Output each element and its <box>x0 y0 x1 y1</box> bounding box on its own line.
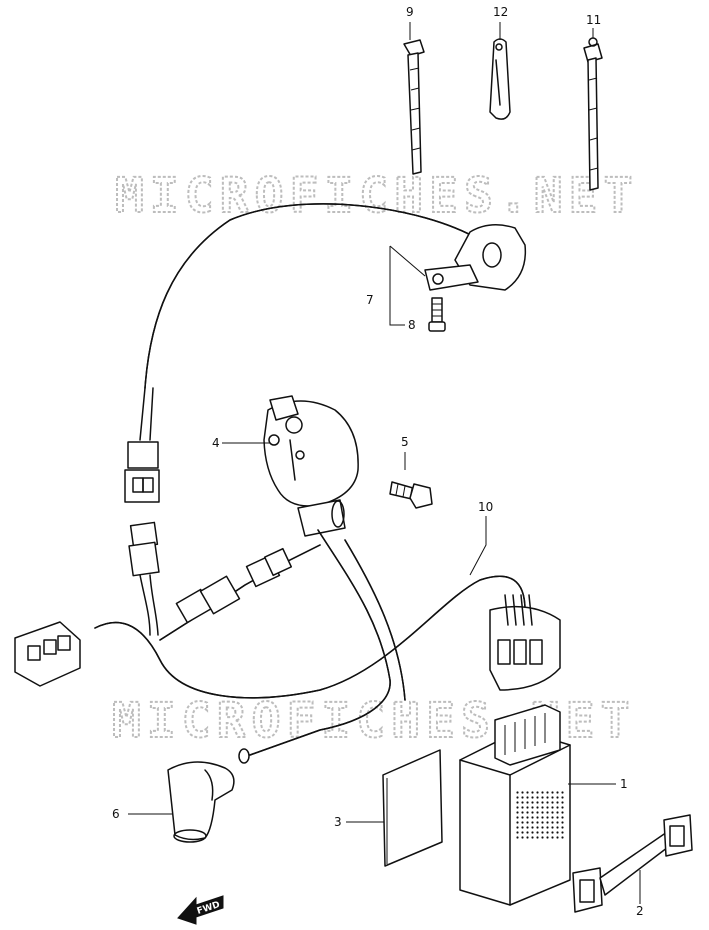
callout-2: 2 <box>636 904 644 918</box>
upper-left-connector <box>124 441 160 503</box>
fwd-label: FWD <box>196 900 221 917</box>
callout-leaders <box>128 22 641 904</box>
harness-connectors <box>14 521 561 691</box>
part-7-switch-clamp <box>139 203 527 441</box>
callout-12: 12 <box>493 5 508 19</box>
callout-9: 9 <box>406 5 414 19</box>
callout-1: 1 <box>620 777 628 791</box>
callout-11: 11 <box>586 13 601 27</box>
part-9-cable-tie <box>403 39 425 175</box>
callout-8: 8 <box>408 318 416 332</box>
part-2-band <box>572 814 693 913</box>
part-3-pad <box>382 749 443 867</box>
part-11-cable-tie <box>583 37 603 191</box>
watermark-top: MICROFICHES.NET <box>115 168 638 224</box>
part-1-cdi-unit <box>459 704 571 906</box>
part-6-cap <box>167 761 235 843</box>
callout-5: 5 <box>401 435 409 449</box>
callout-6: 6 <box>112 807 120 821</box>
part-8-bolt <box>428 297 446 332</box>
fwd-arrow-icon: FWD <box>177 895 224 925</box>
callout-3: 3 <box>334 815 342 829</box>
callout-4: 4 <box>212 436 220 450</box>
callout-7: 7 <box>366 293 374 307</box>
part-4-switch <box>263 395 359 537</box>
callout-10: 10 <box>478 500 493 514</box>
part-5-screw <box>389 481 433 509</box>
part-10-main-harness <box>94 529 526 764</box>
callout-numbers: 9 12 11 7 8 4 5 10 6 3 1 2 <box>112 5 644 918</box>
part-12-clamp <box>489 38 511 120</box>
